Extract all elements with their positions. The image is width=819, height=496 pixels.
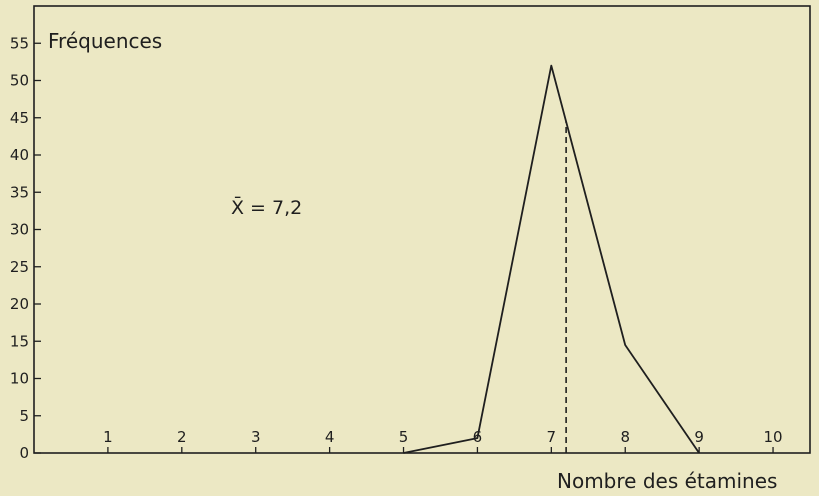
y-tick-label: 40	[10, 146, 29, 164]
x-tick-label: 5	[399, 428, 409, 446]
x-tick-label: 8	[620, 428, 630, 446]
y-tick-label: 55	[10, 34, 29, 52]
y-axis-title: Fréquences	[48, 29, 162, 53]
y-tick-label: 0	[19, 444, 29, 462]
y-tick-label: 10	[10, 370, 29, 388]
x-tick-label: 2	[177, 428, 187, 446]
y-axis-ticks: 0 5 10 15 20 25 30 35 40 45 50 55	[10, 34, 41, 462]
x-tick-label: 9	[694, 428, 704, 446]
x-axis-title: Nombre des étamines	[557, 469, 777, 493]
x-tick-label: 1	[103, 428, 113, 446]
y-tick-label: 5	[19, 407, 29, 425]
y-tick-label: 50	[10, 72, 29, 90]
x-tick-label: 10	[764, 428, 783, 446]
plot-frame	[33, 5, 811, 454]
x-tick-label: 7	[547, 428, 557, 446]
y-tick-label: 45	[10, 109, 29, 127]
x-tick-label: 4	[325, 428, 335, 446]
y-tick-label: 30	[10, 221, 29, 239]
frequency-polygon	[403, 64, 700, 454]
y-tick-label: 20	[10, 295, 29, 313]
y-tick-label: 15	[10, 332, 29, 350]
y-tick-label: 25	[10, 258, 29, 276]
mean-annotation: X̄ = 7,2	[231, 195, 302, 219]
y-tick-label: 35	[10, 183, 29, 201]
x-tick-label: 3	[251, 428, 261, 446]
